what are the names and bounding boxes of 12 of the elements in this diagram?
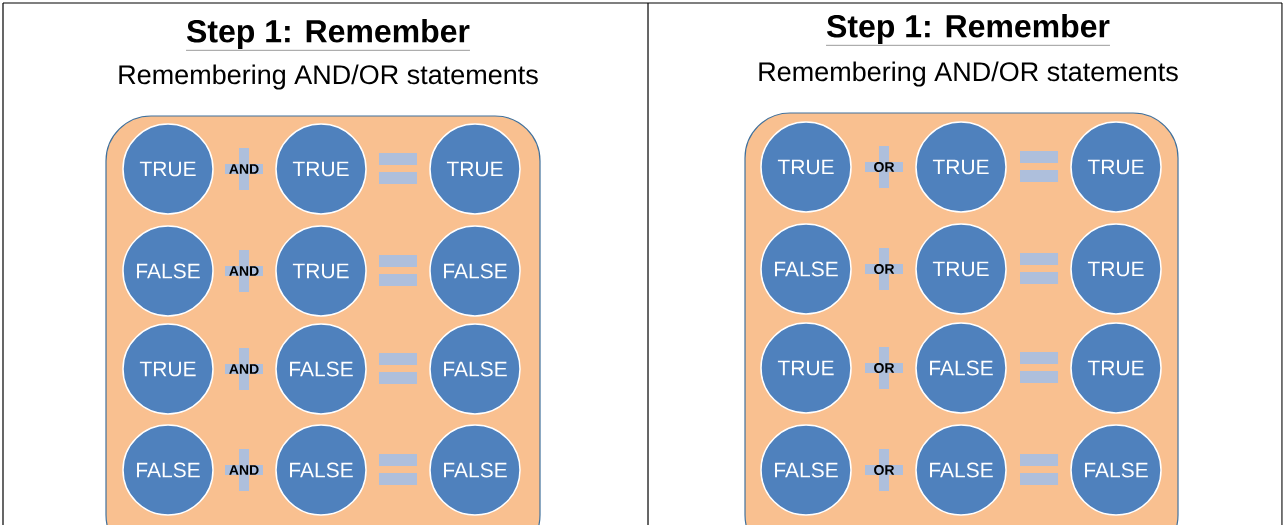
plus-sign: OR: [865, 449, 903, 491]
plus-sign: AND: [225, 348, 263, 390]
plus-sign: OR: [865, 146, 903, 188]
subheading: Remembering AND/OR statements: [759, 61, 1178, 87]
plus-sign: OR: [865, 347, 903, 389]
plus-sign: AND: [225, 449, 263, 491]
heading: Step 1: Remember: [185, 19, 471, 51]
subheading: Remembering AND/OR statements: [119, 64, 538, 90]
heading: Step 1: Remember: [825, 14, 1111, 46]
plus-sign: OR: [865, 248, 903, 290]
plus-sign: AND: [225, 250, 263, 292]
plus-sign: AND: [225, 148, 263, 190]
